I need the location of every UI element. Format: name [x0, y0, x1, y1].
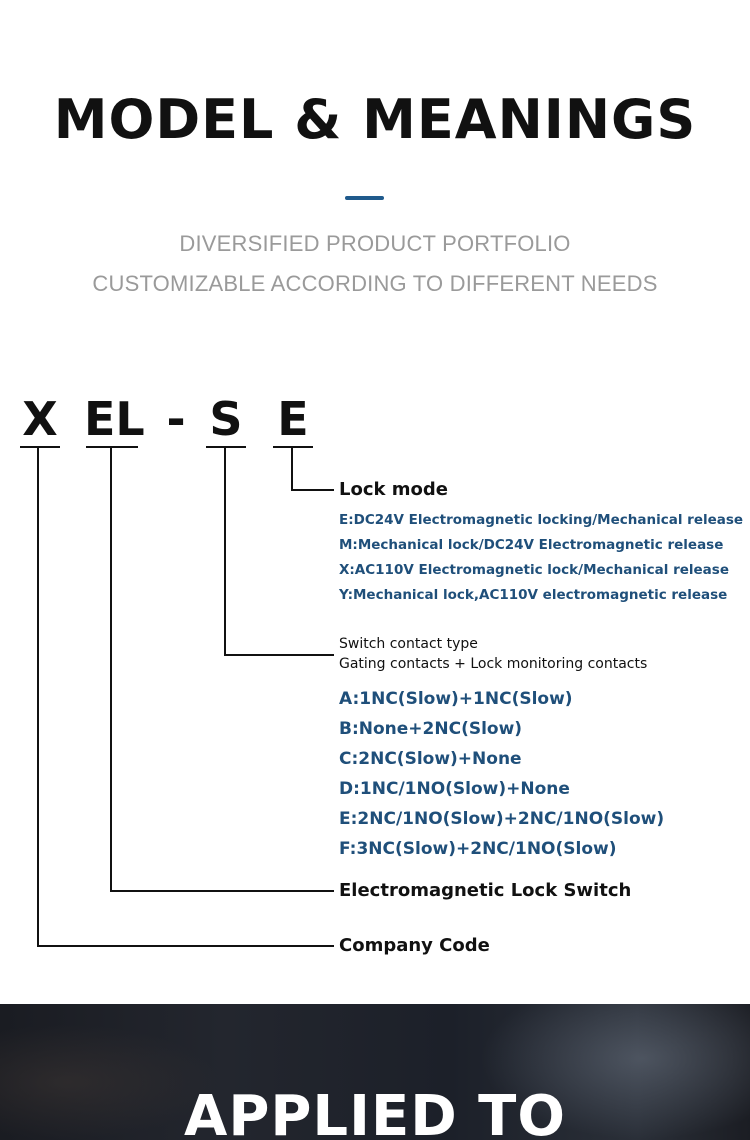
connector-lock-mode [291, 447, 334, 491]
lock-mode-option: M:Mechanical lock/DC24V Electromagnetic … [339, 537, 724, 553]
banner-title: APPLIED TO [184, 1084, 566, 1140]
applied-to-banner: APPLIED TO [0, 1004, 750, 1140]
subtitle-line-2: CUSTOMIZABLE ACCORDING TO DIFFERENT NEED… [92, 271, 658, 296]
switch-contact-option: C:2NC(Slow)+None [339, 749, 522, 769]
switch-contact-option: D:1NC/1NO(Slow)+None [339, 779, 570, 799]
series-label: Electromagnetic Lock Switch [339, 880, 632, 901]
switch-contact-option: B:None+2NC(Slow) [339, 719, 523, 739]
code-segment-series: EL [84, 392, 145, 446]
switch-contact-sublabel: Gating contacts + Lock monitoring contac… [339, 656, 648, 672]
switch-contact-option: E:2NC/1NO(Slow)+2NC/1NO(Slow) [339, 809, 665, 829]
banner-background-right [480, 1004, 750, 1140]
underline-company [20, 446, 60, 448]
lock-mode-option: Y:Mechanical lock,AC110V electromagnetic… [339, 587, 728, 603]
connector-lines [37, 447, 334, 947]
switch-contact-label: Switch contact type [339, 636, 478, 652]
code-segment-switch: S [209, 392, 243, 446]
company-code-label: Company Code [339, 935, 490, 956]
switch-contact-option: F:3NC(Slow)+2NC/1NO(Slow) [339, 839, 617, 859]
lock-mode-option: X:AC110V Electromagnetic lock/Mechanical… [339, 562, 729, 578]
lock-mode-label: Lock mode [339, 479, 448, 500]
lock-mode-option: E:DC24V Electromagnetic locking/Mechanic… [339, 512, 744, 528]
connector-company [37, 447, 334, 947]
page-title: MODEL & MEANINGS [53, 88, 697, 151]
code-segment-company: X [22, 392, 58, 446]
banner-background-left [0, 1024, 220, 1140]
connector-switch-contact [224, 447, 334, 656]
switch-contact-option: A:1NC(Slow)+1NC(Slow) [339, 689, 573, 709]
connector-series [110, 447, 334, 892]
code-segment-dash: - [166, 392, 186, 446]
subtitle-line-1: DIVERSIFIED PRODUCT PORTFOLIO [179, 231, 571, 256]
code-segment-lock: E [277, 392, 309, 446]
title-accent-bar [345, 196, 384, 200]
